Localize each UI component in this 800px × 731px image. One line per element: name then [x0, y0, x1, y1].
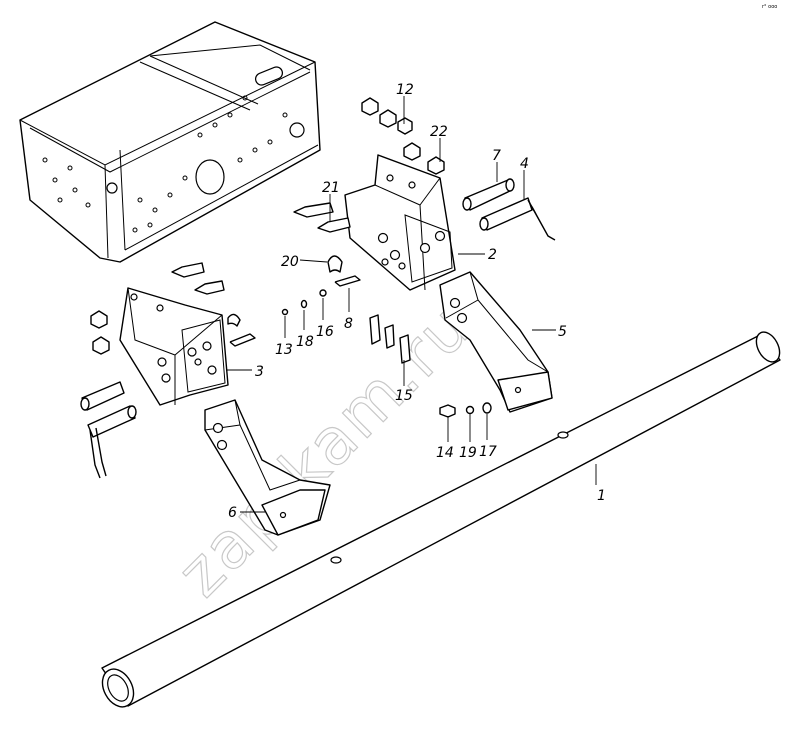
callout-22: 22: [430, 124, 448, 140]
callout-labels: 1 2 3 4 5 6 7 8 12 13 14 15 16 17 18 19 …: [228, 82, 606, 521]
callout-13: 13: [275, 342, 293, 358]
callout-5: 5: [558, 324, 567, 340]
pin-left-b: [87, 405, 137, 479]
callout-4: 4: [520, 156, 529, 172]
callout-8: 8: [344, 316, 353, 332]
support-part-6: [204, 399, 331, 536]
pin-part-7: [462, 178, 515, 211]
leader-lines: [226, 96, 597, 513]
tube-part-1: [101, 331, 781, 708]
callout-1: 1: [597, 488, 606, 504]
callout-14: 14: [436, 445, 454, 461]
fasteners: [90, 97, 492, 418]
callout-17: 17: [479, 444, 497, 460]
callout-2: 2: [488, 247, 497, 263]
callout-15: 15: [395, 388, 413, 404]
bracket-part-3: [119, 287, 229, 406]
callout-21: 21: [322, 180, 340, 196]
corner-mark: r° ooo: [762, 4, 777, 10]
frame-crossmember: [19, 21, 321, 263]
callout-16: 16: [316, 324, 334, 340]
pin-left-a: [80, 381, 125, 411]
callout-6: 6: [228, 505, 237, 521]
callout-7: 7: [492, 148, 501, 164]
callout-20: 20: [281, 254, 299, 270]
pin-part-4: [479, 197, 556, 241]
callout-18: 18: [296, 334, 314, 350]
support-part-5: [439, 271, 553, 413]
callout-19: 19: [459, 445, 477, 461]
callout-12: 12: [396, 82, 414, 98]
bracket-part-2: [344, 154, 456, 291]
callout-3: 3: [255, 364, 264, 380]
